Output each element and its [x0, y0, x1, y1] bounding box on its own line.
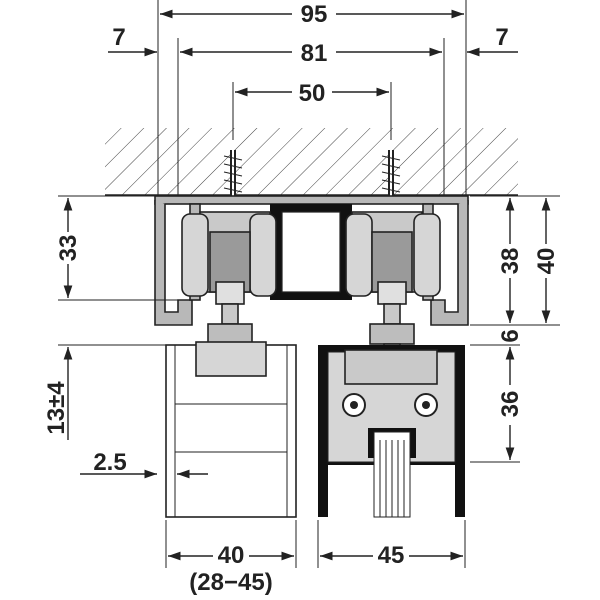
label-edge: 2.5: [93, 449, 126, 476]
label-door-height: 36: [497, 391, 524, 418]
label-panel-range: (28−45): [189, 569, 272, 596]
left-screw: [223, 150, 243, 200]
label-screw-spacing: 50: [299, 80, 326, 107]
label-profile-width: 45: [378, 542, 405, 569]
label-left-offset: 7: [112, 24, 125, 51]
left-roller-carriage: [181, 211, 277, 305]
ceiling: [105, 128, 518, 196]
label-track-height-right: 38: [497, 248, 524, 275]
label-track-height-left: 33: [55, 235, 82, 262]
label-gap: 6: [497, 329, 524, 342]
glass-door-profile: [318, 345, 465, 518]
label-total-width: 95: [301, 1, 328, 28]
label-inner-width: 81: [301, 40, 328, 67]
right-screw: [381, 150, 401, 200]
label-panel-thickness: 40: [218, 542, 245, 569]
label-overall-height: 40: [533, 248, 560, 275]
wood-door-panel: [165, 341, 297, 518]
dimension-labels: 95 81 50 7 7 33 38 40 6 36 13±4 2.5 40 (…: [43, 0, 560, 596]
label-right-offset: 7: [495, 24, 508, 51]
right-roller-carriage: [345, 211, 441, 305]
label-adjust: 13±4: [43, 381, 70, 435]
